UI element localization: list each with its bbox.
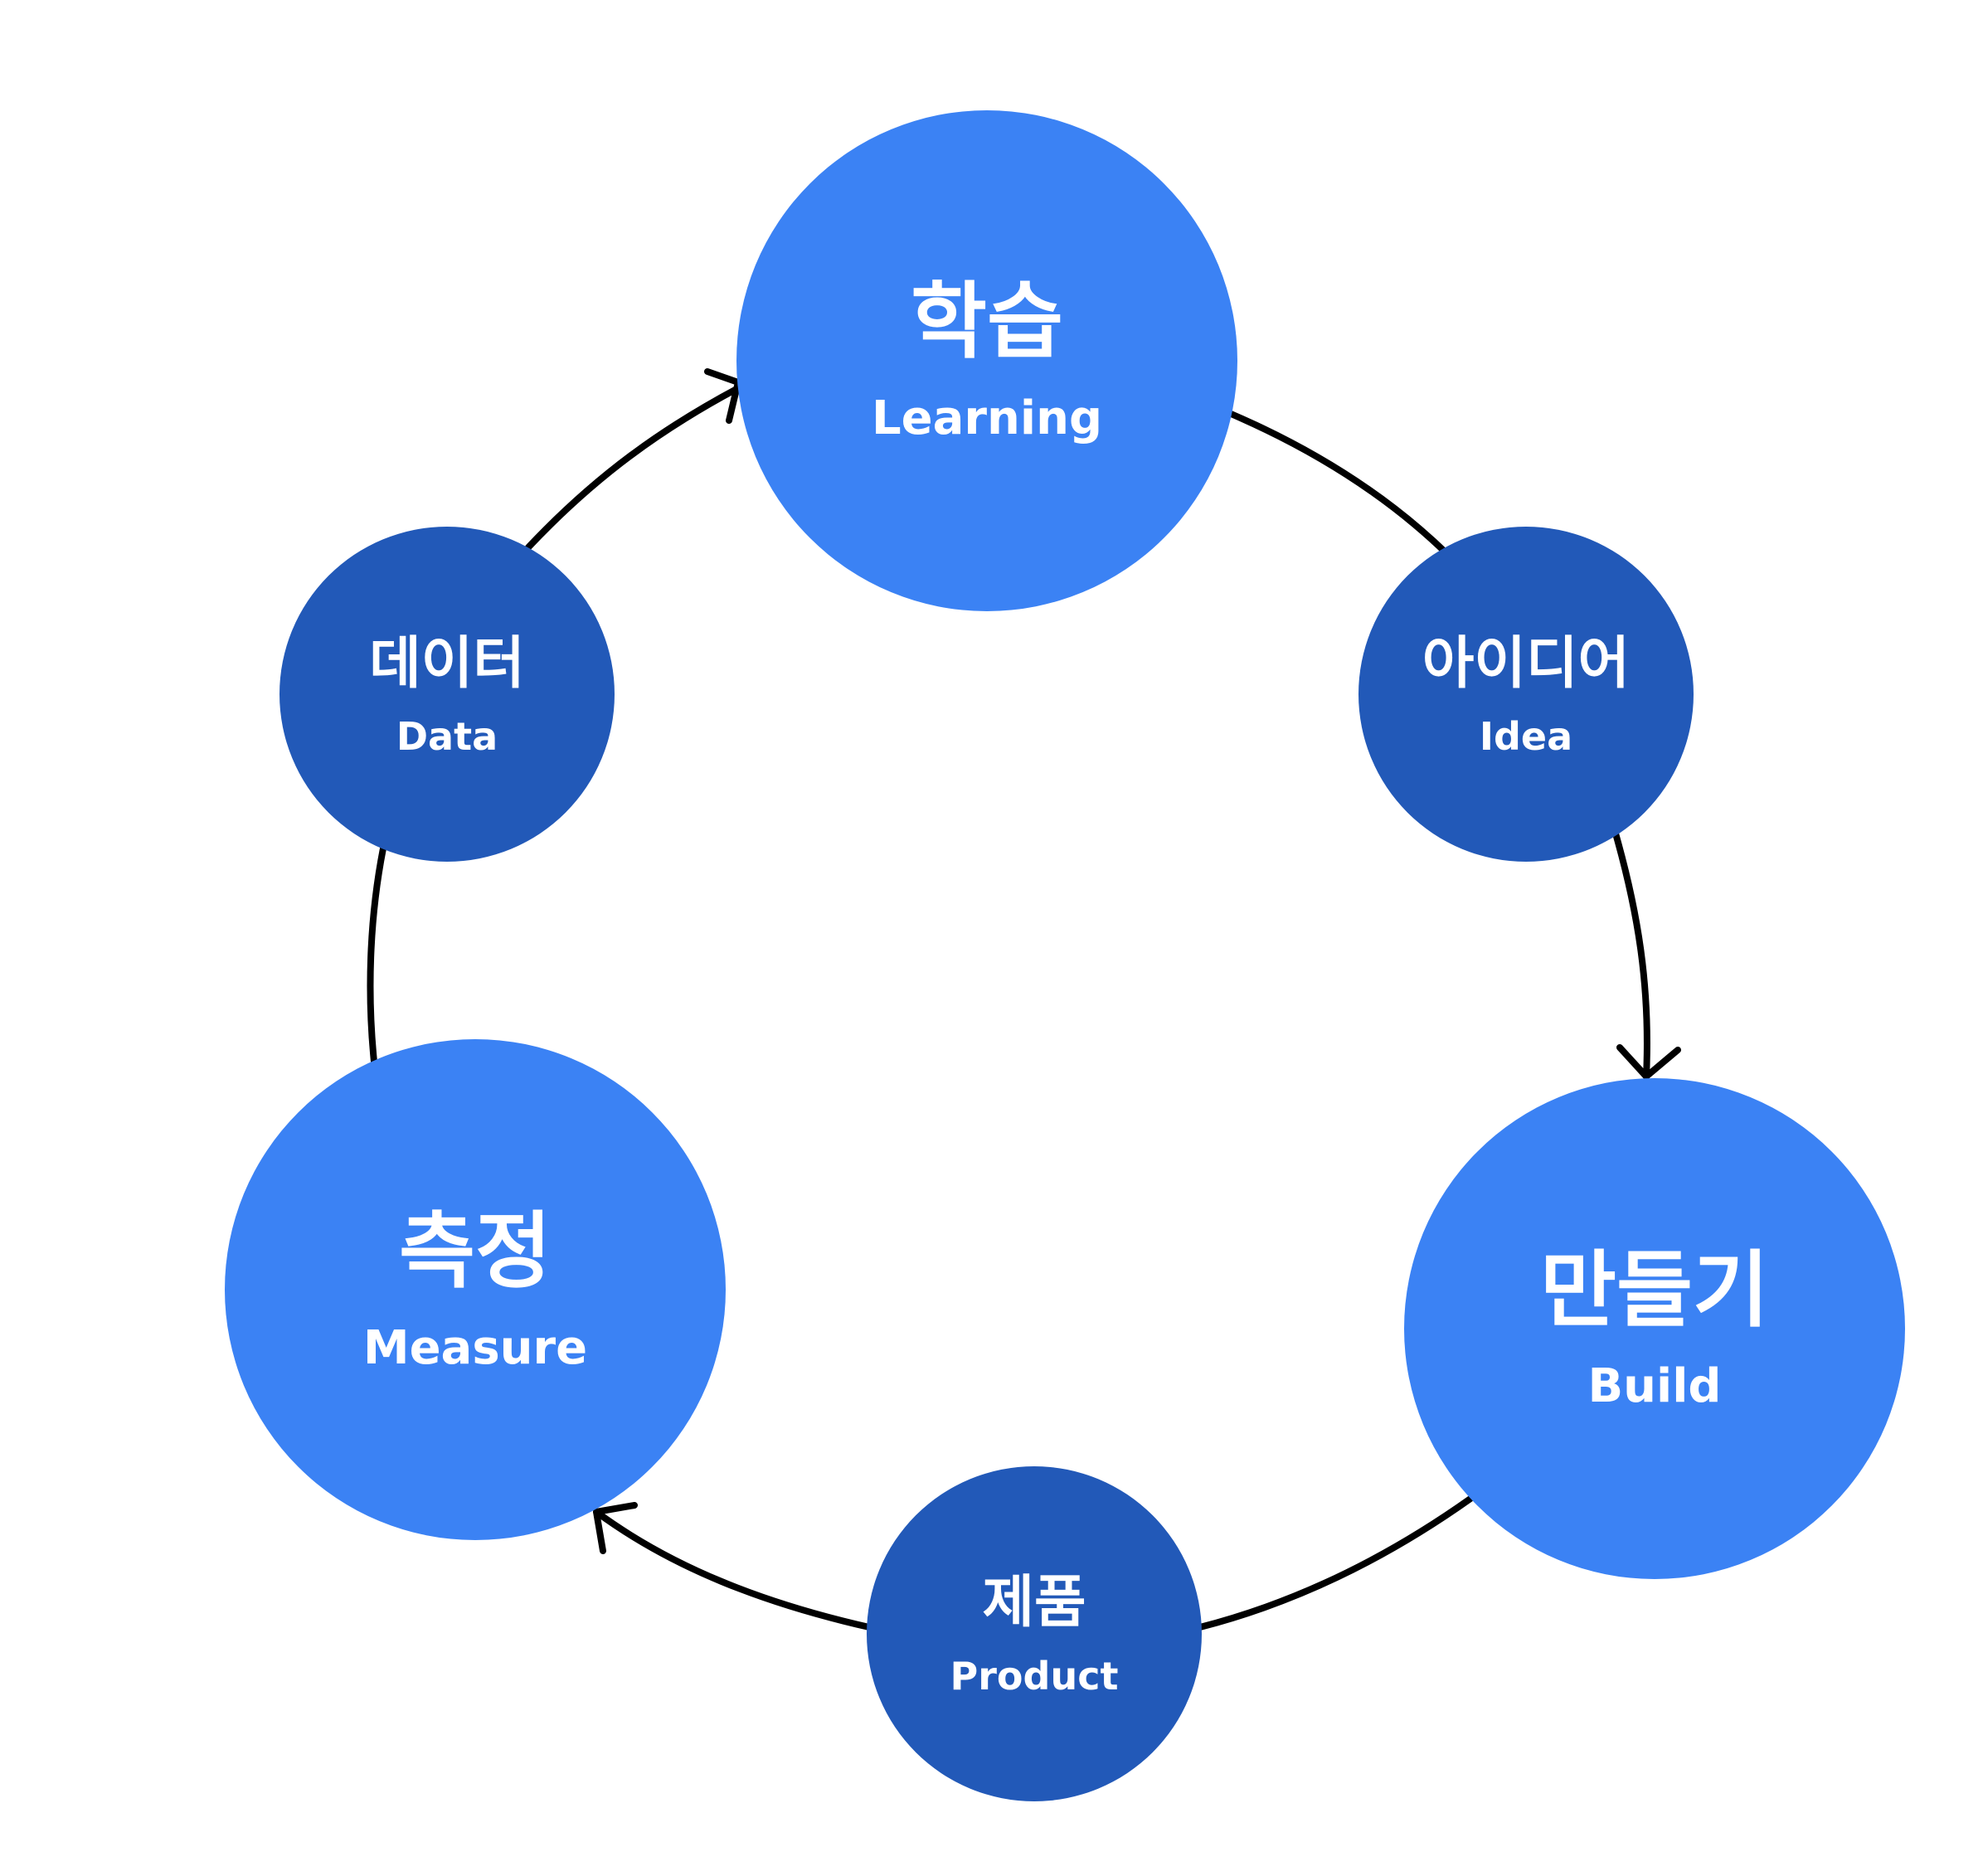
node-measure-korean-label: 측정 [399, 1203, 552, 1300]
node-learning-english-label: Learning [872, 391, 1102, 445]
node-idea-korean-label: 아이디어 [1422, 631, 1630, 697]
connector-build-to-product [1197, 1495, 1474, 1631]
connector-measure-to-data [367, 845, 386, 1065]
node-data: 데이터 Data [279, 527, 615, 862]
node-build-korean-label: 만들기 [1540, 1242, 1769, 1339]
connector-learning-to-idea [1226, 410, 1451, 557]
node-data-korean-label: 데이터 [369, 631, 525, 697]
node-idea-circle [1358, 527, 1694, 862]
node-build-english-label: Build [1587, 1359, 1721, 1413]
node-learning-korean-label: 학습 [911, 273, 1063, 370]
node-idea: 아이디어 Idea [1358, 527, 1694, 862]
node-idea-english-label: Idea [1480, 714, 1572, 759]
node-data-circle [279, 527, 615, 862]
node-build-circle [1404, 1078, 1905, 1579]
node-build: 만들기 Build [1404, 1078, 1905, 1579]
node-product: 제품 Product [867, 1466, 1202, 1801]
connectors [367, 368, 1681, 1631]
node-product-english-label: Product [950, 1654, 1119, 1699]
node-product-circle [867, 1466, 1202, 1801]
node-learning-circle [736, 110, 1237, 611]
connector-idea-to-build [1612, 830, 1650, 1080]
node-measure: 측정 Measure [225, 1039, 726, 1540]
arrowhead-build [1616, 1044, 1681, 1080]
node-product-korean-label: 제품 [982, 1570, 1086, 1635]
connector-product-to-measure [593, 1509, 872, 1631]
node-learning: 학습 Learning [736, 110, 1237, 611]
node-data-english-label: Data [396, 714, 498, 759]
arrowhead-measure [593, 1502, 638, 1554]
node-measure-english-label: Measure [363, 1321, 587, 1375]
connector-data-to-learning [525, 385, 741, 551]
node-measure-circle [225, 1039, 726, 1540]
